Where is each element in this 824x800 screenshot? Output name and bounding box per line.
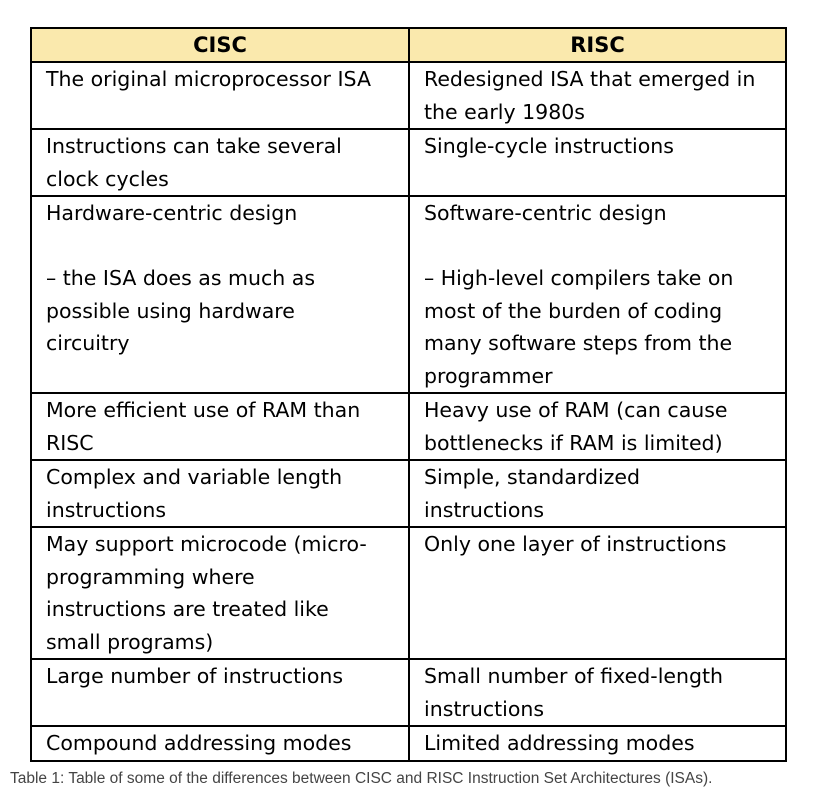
cisc-cell: May support microcode (micro- programmin… [30,526,410,660]
table-row: Hardware-centric design – the ISA does a… [30,195,787,394]
risc-cell: Only one layer of instructions [408,526,787,660]
table-header-row: CISC RISC [30,27,787,63]
table-row: Instructions can take several clock cycl… [30,128,787,197]
table-row: More efficient use of RAM than RISC Heav… [30,392,787,461]
risc-cell: Single-cycle instructions [408,128,787,197]
risc-cell: Heavy use of RAM (can cause bottlenecks … [408,392,787,461]
cisc-cell: Large number of instructions [30,658,410,727]
cisc-cell: Complex and variable length instructions [30,459,410,528]
risc-cell: Software-centric design – High-level com… [408,195,787,394]
cisc-cell: The original microprocessor ISA [30,61,410,130]
risc-cell: Redesigned ISA that emerged in the early… [408,61,787,130]
cisc-risc-comparison-table: CISC RISC The original microprocessor IS… [30,27,787,762]
risc-cell: Simple, standardized instructions [408,459,787,528]
table-row: Large number of instructions Small numbe… [30,658,787,727]
table-row: May support microcode (micro- programmin… [30,526,787,660]
cisc-cell: Hardware-centric design – the ISA does a… [30,195,410,394]
table-caption: Table 1: Table of some of the difference… [10,770,713,787]
table-row: Compound addressing modes Limited addres… [30,725,787,762]
comparison-table-container: CISC RISC The original microprocessor IS… [30,27,787,762]
header-cisc: CISC [30,27,410,63]
risc-cell: Small number of fixed-length instruction… [408,658,787,727]
table-row: Complex and variable length instructions… [30,459,787,528]
cisc-cell: More efficient use of RAM than RISC [30,392,410,461]
cisc-cell: Compound addressing modes [30,725,410,762]
header-risc: RISC [408,27,787,63]
table-row: The original microprocessor ISA Redesign… [30,61,787,130]
risc-cell: Limited addressing modes [408,725,787,762]
cisc-cell: Instructions can take several clock cycl… [30,128,410,197]
